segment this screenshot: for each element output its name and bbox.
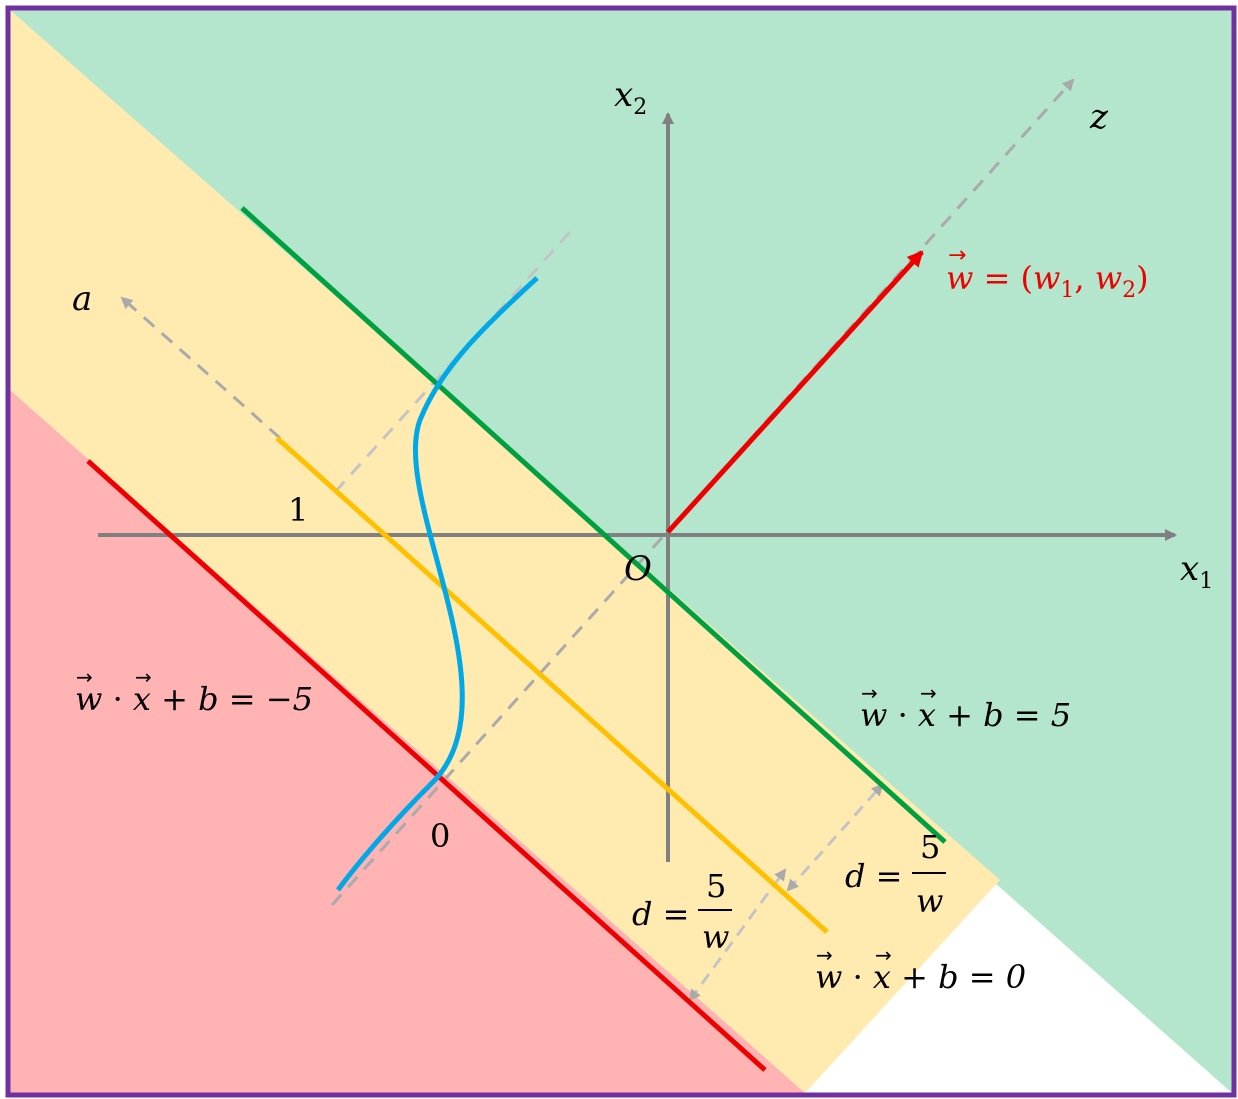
svg-text:w · x + b = 0: w · x + b = 0 xyxy=(815,958,1026,996)
weight-vector-label: w = (w1, w2) → xyxy=(946,243,1149,303)
svg-text:w · x + b = 5: w · x + b = 5 xyxy=(860,696,1071,734)
margin-arrow-upper xyxy=(786,783,884,892)
margin-distance-lower: d = 5 w xyxy=(632,867,732,956)
vec-accent-icon: → xyxy=(76,665,93,689)
equation-positive: w · x + b = 5 → → xyxy=(860,681,1071,734)
margin-arrow-lower xyxy=(688,868,787,1002)
positive-margin-line xyxy=(240,206,947,844)
tick-zero: 0 xyxy=(430,817,450,855)
svg-text:w: w xyxy=(702,918,729,956)
tick-one: 1 xyxy=(288,491,308,529)
a-axis-label: a xyxy=(72,279,92,319)
vec-accent-icon: → xyxy=(135,665,152,689)
svg-text:d =: d = xyxy=(845,857,902,895)
equation-zero: w · x + b = 0 → → xyxy=(815,943,1026,996)
weight-vector-arrow xyxy=(666,250,924,534)
decision-boundary-line xyxy=(275,436,829,934)
z-axis-label: z xyxy=(1089,97,1109,137)
negative-region xyxy=(10,390,805,1093)
svg-text:w = (w1, w2): w = (w1, w2) xyxy=(946,259,1149,303)
svg-text:5: 5 xyxy=(920,828,940,866)
equation-negative: w · x + b = −5 → → xyxy=(75,665,313,718)
vec-accent-icon: → xyxy=(861,681,878,705)
origin-label: O xyxy=(624,549,652,589)
x2-axis-label: x2 xyxy=(614,75,647,120)
svg-text:5: 5 xyxy=(706,867,726,905)
frame-border xyxy=(5,5,1237,1098)
negative-margin-line xyxy=(86,459,767,1072)
margin-distance-upper: d = 5 w xyxy=(845,828,946,920)
svg-text:d =: d = xyxy=(632,895,689,933)
margin-band xyxy=(10,10,1000,1093)
vec-accent-icon: → xyxy=(875,943,892,967)
vec-accent-icon: → xyxy=(816,943,833,967)
a-axis-dashed xyxy=(120,296,281,440)
svg-text:w · x + b = −5: w · x + b = −5 xyxy=(75,680,313,718)
sigmoid-curve xyxy=(335,276,539,892)
x1-axis-label: x1 xyxy=(1180,549,1213,594)
svg-text:w: w xyxy=(916,882,943,920)
vec-accent-icon: → xyxy=(920,681,937,705)
weight-vector-arrow-accent: → xyxy=(948,243,966,268)
